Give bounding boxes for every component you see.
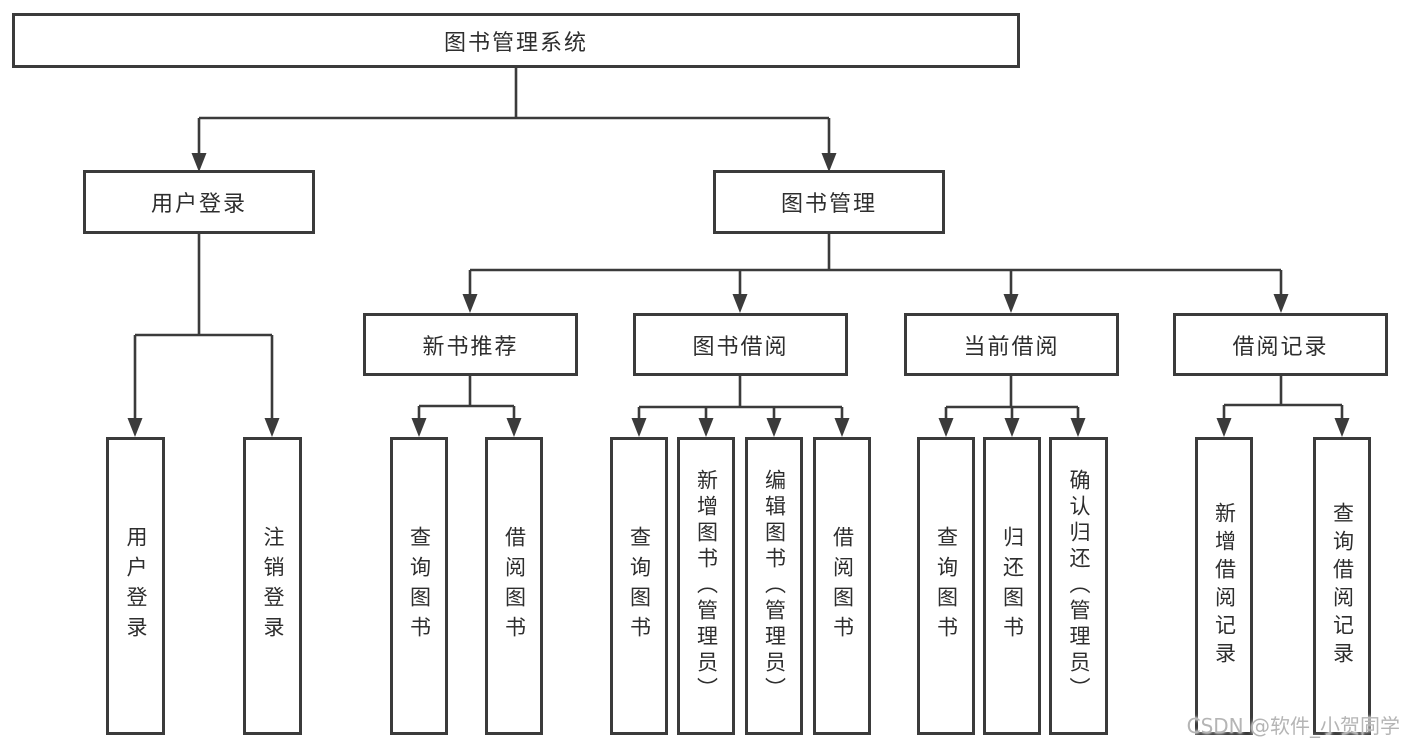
node-leaf-borrow-books-2: 借阅图书: [813, 437, 871, 735]
node-label: 新书推荐: [422, 334, 519, 360]
node-leaf-return-books: 归还图书: [983, 437, 1041, 735]
node-label: 查询借阅记录: [1330, 502, 1355, 670]
node-label: 用户登录: [150, 192, 247, 217]
node-leaf-add-borrow-record: 新增借阅记录: [1195, 437, 1253, 735]
node-leaf-query-books-1: 查询图书: [390, 437, 448, 735]
node-leaf-add-book-admin: 新增图书（管理员）: [677, 437, 735, 735]
node-label: 借阅记录: [1232, 334, 1329, 360]
node-leaf-edit-book-admin: 编辑图书（管理员）: [745, 437, 803, 735]
node-label: 借阅图书: [502, 526, 527, 646]
arrowheads: [127, 153, 1350, 437]
node-leaf-user-login: 用户登录: [106, 437, 165, 735]
node-label: 注销登录: [261, 526, 285, 646]
node-label: 当前借阅: [963, 334, 1060, 360]
node-label: 查询图书: [627, 526, 652, 646]
node-new-book-recommend: 新书推荐: [363, 313, 578, 376]
node-leaf-confirm-return-admin: 确认归还（管理员）: [1049, 437, 1108, 735]
node-leaf-query-books-3: 查询图书: [917, 437, 975, 735]
node-label: 查询图书: [407, 526, 432, 646]
node-label: 借阅图书: [830, 526, 855, 646]
node-leaf-query-borrow-record: 查询借阅记录: [1313, 437, 1371, 735]
node-leaf-query-books-2: 查询图书: [610, 437, 668, 735]
node-user-login: 用户登录: [83, 170, 315, 234]
node-label: 新增借阅记录: [1212, 502, 1237, 670]
node-label: 图书管理: [780, 192, 877, 217]
node-leaf-borrow-books-1: 借阅图书: [485, 437, 543, 735]
csdn-watermark: CSDN @软件_小贺同学: [1186, 714, 1400, 738]
node-label: 图书借阅: [692, 334, 789, 360]
node-leaf-logout: 注销登录: [243, 437, 302, 735]
node-library-management-system: 图书管理系统: [12, 13, 1020, 68]
node-borrow-records: 借阅记录: [1173, 313, 1388, 376]
node-label: 图书管理系统: [443, 30, 588, 56]
node-book-borrow: 图书借阅: [633, 313, 848, 376]
node-label: 用户登录: [124, 526, 148, 646]
node-label: 新增图书（管理员）: [694, 469, 719, 703]
node-book-management: 图书管理: [713, 170, 945, 234]
node-label: 确认归还（管理员）: [1067, 469, 1091, 703]
node-label: 编辑图书（管理员）: [762, 469, 787, 703]
node-label: 查询图书: [934, 526, 959, 646]
node-current-borrow: 当前借阅: [904, 313, 1119, 376]
node-label: 归还图书: [1000, 526, 1025, 646]
